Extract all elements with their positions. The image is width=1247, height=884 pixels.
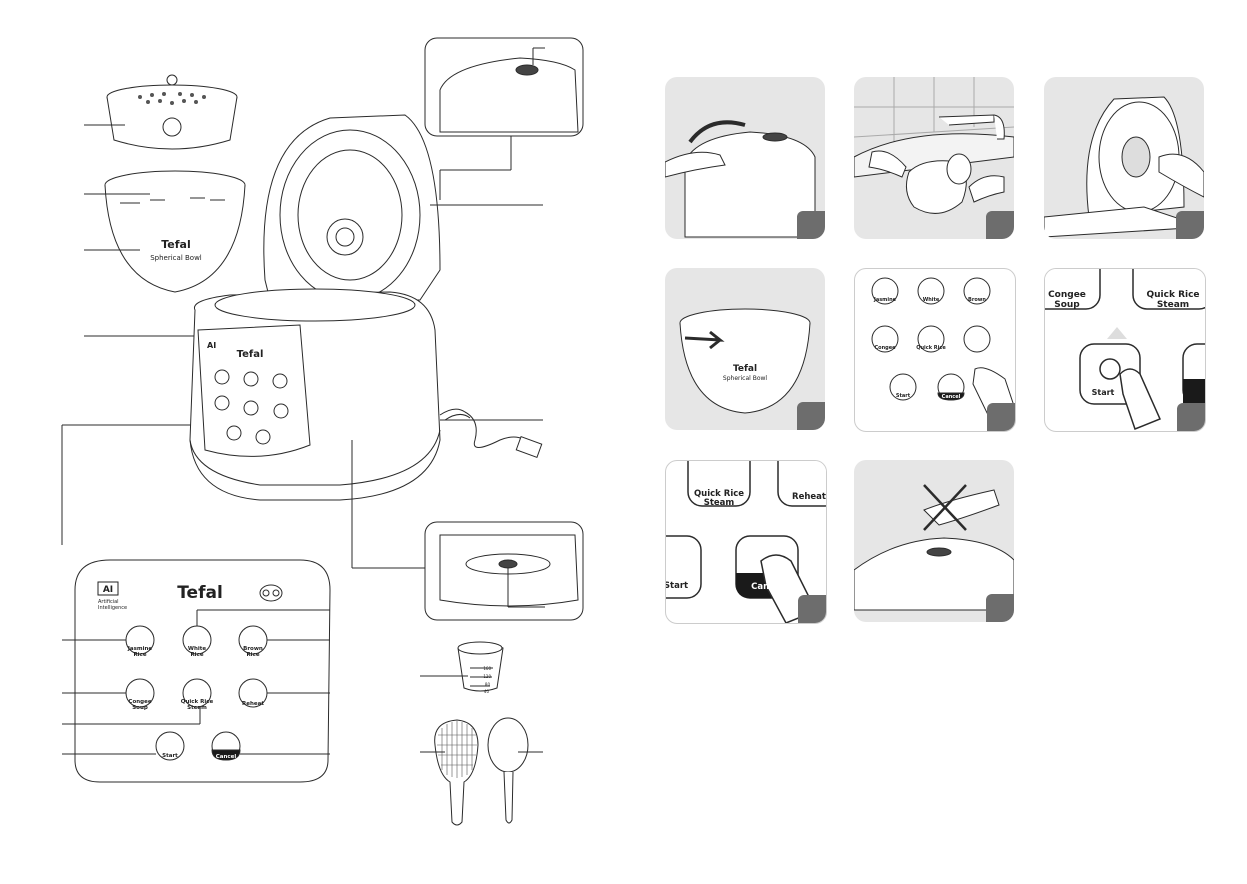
s6-quick: Quick Rice: [1146, 290, 1199, 300]
cup-mark-80: 80: [485, 682, 491, 687]
step-marker: [797, 402, 825, 430]
btn-jasmine-l1: Jasmine: [127, 646, 153, 652]
btn-white-l1: White: [188, 646, 206, 652]
owl-logo: [259, 584, 283, 602]
bowl-name: Spherical Bowl: [150, 254, 202, 262]
step-panel-4: Tefal Spherical Bowl: [665, 268, 825, 430]
s6-steam: Steam: [1157, 300, 1189, 310]
step-marker: [798, 595, 826, 623]
btn-quick-l1: Quick Rice: [181, 699, 214, 705]
s7-reheat: Reheat: [792, 492, 826, 502]
s6-congee: Congee: [1048, 290, 1086, 300]
s5-cancel: Cancel: [942, 394, 961, 400]
btn-reheat: Reheat: [242, 701, 264, 707]
cup-mark-160: 160: [483, 666, 491, 671]
cooker-brand: Tefal: [237, 349, 264, 360]
step4-bowl-name: Spherical Bowl: [723, 375, 767, 382]
s5-congee: Congee: [874, 345, 896, 351]
arrow-icon: [684, 330, 725, 350]
s5-white: White: [923, 297, 940, 303]
hand-icon: [1119, 368, 1162, 430]
step-marker: [986, 211, 1014, 239]
step-panel-2: [854, 77, 1014, 239]
soup-ladle-icon: [487, 717, 529, 824]
step-panel-6: Congee Soup Quick Rice Steam Start: [1044, 268, 1206, 432]
step-marker: [1177, 403, 1205, 431]
step-marker: [986, 594, 1014, 622]
step-marker: [1176, 211, 1204, 239]
panel-brand: Tefal: [177, 583, 223, 603]
s6-soup: Soup: [1054, 300, 1080, 310]
s5-jasmine: Jasmine: [873, 297, 897, 303]
step-marker: [987, 403, 1015, 431]
power-icon: [1099, 358, 1121, 380]
faucet-icon: [938, 114, 995, 126]
cup-mark-40: 40: [484, 689, 490, 694]
btn-white-l2: Rice: [190, 652, 203, 658]
measuring-cup-icon: [457, 641, 504, 692]
step-panel-8: [854, 460, 1014, 622]
s7-cancel: Cancel: [751, 582, 783, 592]
btn-brown-l2: Rice: [246, 652, 259, 658]
step-panel-7: Quick Rice Steam Reheat Start Cancel: [665, 460, 827, 624]
inner-bowl-icon: [104, 170, 246, 293]
btn-quick-l2: Steam: [187, 705, 207, 711]
step-marker: [797, 211, 825, 239]
hand-icon: [1158, 153, 1204, 198]
power-cord-icon: [439, 408, 543, 458]
btn-jasmine-l2: Rice: [133, 652, 146, 658]
cooker-ai-badge: AI: [207, 341, 216, 350]
base-inset: [424, 521, 584, 621]
steam-basket-icon: [106, 74, 238, 150]
cup-mark-120: 120: [483, 674, 491, 679]
step-panel-3: [1044, 77, 1204, 239]
step-panel-5: Jasmine White Brown Congee Quick Rice St…: [854, 268, 1016, 432]
s6-start: Start: [1092, 388, 1115, 397]
s7-steam: Steam: [704, 498, 735, 508]
rice-paddle-icon: [434, 719, 479, 826]
bowl-label: Tefal Spherical Bowl: [150, 238, 202, 262]
s5-brown: Brown: [968, 297, 986, 303]
btn-congee-l1: Congee: [128, 699, 151, 705]
btn-cancel: Cancel: [216, 754, 237, 760]
btn-start: Start: [162, 753, 178, 759]
arrow-icon: [688, 120, 746, 144]
steam-valve-icon: [424, 37, 584, 200]
ai-text-2: Intelligence: [98, 605, 127, 611]
step4-bowl-brand: Tefal: [733, 364, 757, 374]
btn-brown-l1: Brown: [243, 646, 263, 652]
s7-start: Start: [666, 581, 688, 591]
step-panel-1: [665, 77, 825, 239]
rice-cooker-icon: [189, 114, 441, 501]
ai-badge: AI: [103, 585, 113, 595]
parts-diagram: Tefal Spherical Bowl Tefal AI AI Artific…: [61, 37, 584, 826]
hand-icon: [868, 150, 907, 178]
bowl-brand: Tefal: [161, 238, 190, 251]
s5-start: Start: [896, 393, 911, 399]
s5-quick: Quick Rice: [916, 345, 946, 351]
hand-icon: [665, 151, 726, 178]
btn-congee-l2: Soup: [132, 705, 148, 711]
s7-quick: Quick Rice: [694, 489, 744, 499]
ai-text-1: Artificial: [98, 599, 119, 605]
control-panel-diagram: [62, 559, 331, 783]
